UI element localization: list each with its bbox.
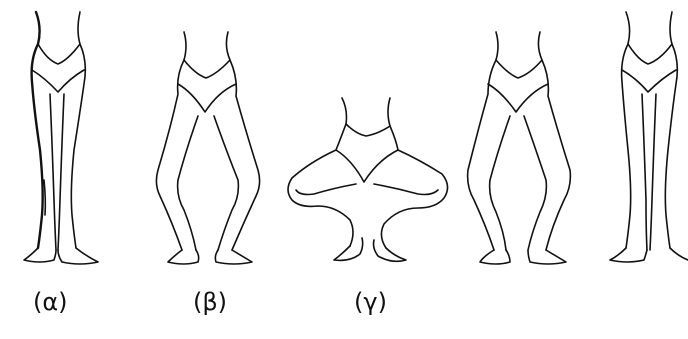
label-beta: (β) [193, 288, 227, 316]
figure-alpha-straight-legs [24, 12, 98, 264]
figure-four-legs [468, 32, 571, 264]
figure-beta-bent-knees [156, 32, 259, 264]
label-gamma: (γ) [354, 288, 387, 316]
label-alpha: (α) [33, 288, 68, 316]
figure-gamma-deep-plie [288, 98, 448, 261]
figure-five-straight-legs [610, 12, 688, 262]
